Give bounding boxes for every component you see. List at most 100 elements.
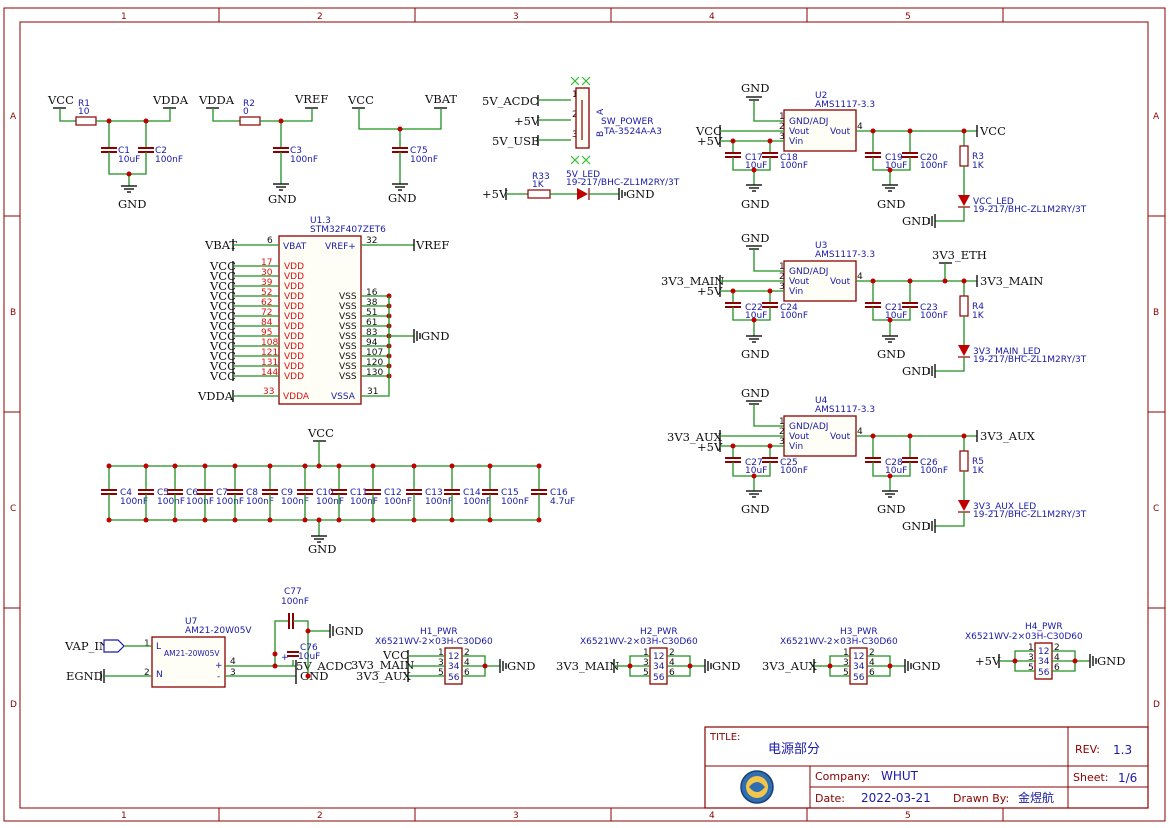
regulator-u2-circuit: GND U2 AMS1117-3.3 1 2 3 4 GND/ADJ Vout …	[695, 81, 1087, 228]
net-3v3-main: 3V3_MAIN	[351, 658, 414, 672]
u1-pin-vref-num: 32	[366, 236, 377, 246]
net-vcc: VCC	[209, 289, 236, 303]
acdc-module-circuit: U7 AM21-20W05V AM21-20W05V L N + - 1 2 4…	[64, 587, 363, 688]
net-gnd: GND	[308, 542, 336, 556]
net-p5v: +5V	[697, 134, 723, 148]
u7-n: N	[156, 670, 163, 680]
c17-ref: C17	[745, 153, 763, 163]
net-gnd: GND	[902, 364, 930, 378]
title-block: TITLE: 电源部分 REV: 1.3 Company: WHUT Sheet…	[704, 726, 1149, 809]
net-5v-acdc: 5V_ACDC	[482, 94, 539, 108]
c23-ref: C23	[920, 303, 938, 313]
u1-vss-pin-name: VSS	[339, 292, 357, 302]
decap-value: 100nF	[246, 497, 274, 507]
mainled-ref: 3V3_MAIN_LED	[973, 347, 1041, 357]
u7-inner: AM21-20W05V	[164, 649, 220, 658]
net-gnd: GND	[902, 214, 930, 228]
c28-value: 10uF	[885, 466, 907, 476]
u7-plus: +	[215, 661, 223, 671]
r33-ref: R33	[532, 172, 550, 182]
decoupling-bank: VCC GND C4100nFC5100nFC6100nFC7100nFC810…	[101, 426, 575, 556]
u2-ref: U2	[815, 91, 827, 101]
sw-pin2: 2	[572, 110, 578, 120]
header-h1: H1_PWR X6521WV-2×03H-C30D60 VCC 3V3_MAIN…	[351, 627, 535, 685]
u1-vdd-pin-num: 108	[261, 338, 278, 348]
h3-p6: 6	[869, 668, 875, 678]
u1-vss-pin-name: VSS	[339, 362, 357, 372]
net-gnd: GND	[741, 231, 769, 245]
u1-vdd-pin-num: 17	[261, 258, 272, 268]
net-vcc: VCC	[209, 369, 236, 383]
frame-col-5: 5	[905, 12, 911, 22]
c24-ref: C24	[780, 303, 798, 313]
net-vcc: VCC	[209, 299, 236, 313]
h2-ref: H2_PWR	[640, 627, 678, 637]
c24-value: 100nF	[780, 311, 808, 321]
net-3v3-aux: 3V3_AUX	[356, 669, 412, 683]
decap-ref: C4	[120, 488, 132, 498]
date-label: Date:	[815, 792, 845, 805]
decap-value: 100nF	[501, 497, 529, 507]
net-vbat: VBAT	[204, 238, 237, 252]
h4-c56: 56	[1038, 668, 1050, 678]
c20-value: 100nF	[920, 161, 948, 171]
net-gnd: GND	[877, 502, 905, 516]
r3-ref: R3	[972, 152, 984, 162]
u1-pin-vref-name: VREF+	[325, 242, 356, 252]
auxled-value: 19-217/BHC-ZL1M2RY/3T	[973, 510, 1087, 520]
sheet-value: 1/6	[1118, 771, 1137, 785]
company-label: Company:	[815, 770, 870, 783]
net-vcc: VCC	[209, 259, 236, 273]
h1-p2: 2	[464, 648, 470, 658]
u1-vdd-pin-num: 62	[261, 298, 272, 308]
net-gnd: GND	[335, 624, 363, 638]
u3-value: AMS1117-3.3	[815, 250, 875, 260]
u1-value: STM32F407ZET6	[310, 225, 386, 235]
c19-value: 10uF	[885, 161, 907, 171]
frame-row-a: A	[10, 112, 17, 122]
frame-row-c-right: C	[1153, 504, 1159, 514]
decap-ref: C15	[501, 488, 519, 498]
vccled-value: 19-217/BHC-ZL1M2RY/3T	[973, 205, 1087, 215]
c2-ref: C2	[155, 146, 167, 156]
u3-ref: U3	[815, 241, 827, 251]
decap-value: 100nF	[216, 497, 244, 507]
r2-value: 0	[243, 107, 249, 117]
decap-value: 100nF	[281, 497, 309, 507]
decap-value: 100nF	[186, 497, 214, 507]
h2-p6: 6	[669, 668, 675, 678]
net-gnd: GND	[421, 329, 449, 343]
c77-value: 100nF	[281, 597, 309, 607]
u7-pin4: 4	[230, 657, 236, 667]
decap-value: 100nF	[384, 497, 412, 507]
c26-ref: C26	[920, 458, 938, 468]
u3-pin1: 1	[779, 262, 785, 272]
net-vcc: VCC	[209, 269, 236, 283]
u7-pin2: 2	[144, 668, 150, 678]
h4-value: X6521WV-2×03H-C30D60	[965, 632, 1083, 642]
u1-vdd-pin-name: VDD	[284, 282, 304, 292]
net-3v3-main: 3V3_MAIN	[661, 274, 724, 288]
u4-pin4: 4	[857, 427, 863, 437]
u2-vout-right: Vout	[830, 127, 851, 137]
net-vref: VREF	[415, 238, 449, 252]
title-label: TITLE:	[709, 732, 740, 743]
decap-value: 100nF	[463, 497, 491, 507]
h3-value: X6521WV-2×03H-C30D60	[780, 637, 898, 647]
h1-c34: 34	[448, 662, 460, 672]
u1-vss-pin-num: 16	[366, 288, 378, 298]
frame-col-4: 4	[709, 12, 715, 22]
h3-p5: 5	[843, 668, 849, 678]
resistor-r3	[959, 145, 969, 167]
net-3v3-aux: 3V3_AUX	[980, 429, 1036, 443]
u1-vss-pin-num: 38	[366, 298, 378, 308]
u1-vdd-pin-num: 84	[261, 318, 273, 328]
frame-col-3-bottom: 3	[513, 811, 519, 821]
u3-pin2: 2	[779, 272, 785, 282]
